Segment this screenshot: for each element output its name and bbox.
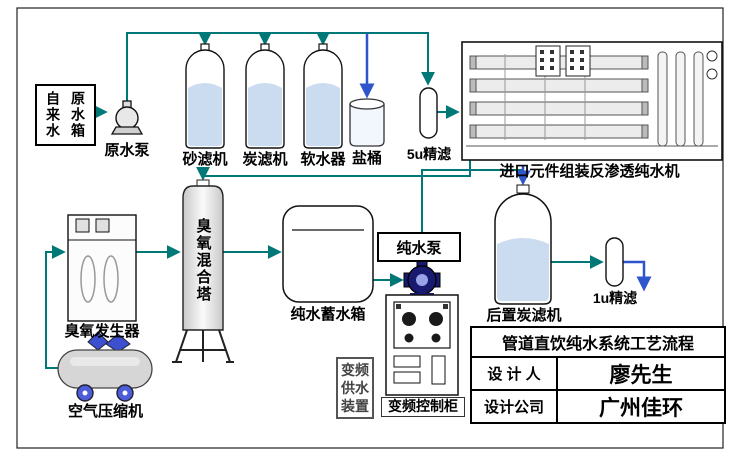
compressor-motor: [105, 333, 131, 353]
ro-membranes: [469, 54, 649, 140]
tank-liquid: [188, 83, 222, 146]
company-name: 广州佳环: [599, 395, 683, 420]
vfd-cabinet-unit: [385, 294, 459, 396]
raw-pump-label: 原水泵: [104, 142, 150, 159]
company-row: 设计公司 广州佳环: [472, 389, 724, 422]
company-label: 设计公司: [472, 391, 558, 422]
diagram-frame: [16, 7, 724, 449]
pipe-header-top: [126, 32, 435, 102]
knob-icon: [431, 333, 441, 343]
tank-liquid: [248, 83, 282, 146]
tower-legs: [172, 329, 234, 363]
raw-water-tank-box: 自来水 原水箱: [35, 84, 96, 146]
ro-machine-label: 进口元件组装反渗透纯水机: [499, 163, 680, 180]
ozone-tower-vessel: [172, 179, 234, 363]
pure-pump-icon: [403, 257, 441, 298]
salt-bucket-icon: [349, 98, 385, 147]
ozone-tower-label: 臭氧混合塔: [194, 217, 212, 303]
raw-pump-icon: [110, 100, 144, 135]
piping: [45, 31, 652, 369]
salt-bucket-label: 盐桶: [351, 150, 382, 167]
gauge-icon: [706, 50, 718, 62]
filter-5u-capsule: [419, 87, 438, 139]
pipe-ro-to-tower: [196, 160, 471, 181]
post-carbon-label: 后置炭滤机: [486, 307, 562, 324]
source-label: 自来水: [45, 91, 61, 139]
ozone-tower-label-wrap: 臭氧混合塔: [183, 192, 223, 328]
carbon-filter-label: 炭滤机: [242, 151, 288, 168]
designer-row: 设 计 人 廖先生: [472, 358, 724, 389]
softener-label: 软水器: [300, 151, 346, 168]
air-compressor-label: 空气压缩机: [67, 403, 143, 420]
ro-control-panels: [535, 45, 591, 77]
designer-name: 廖先生: [609, 362, 673, 387]
tank-liquid: [497, 238, 549, 301]
ozone-generator-unit: [67, 214, 137, 322]
pure-pump-label-box: 纯水泵: [377, 232, 461, 262]
knob-icon: [402, 312, 416, 326]
filter-1u-capsule: [605, 237, 624, 287]
ro-machine-unit: [461, 41, 723, 161]
storage-tank-label: 纯水蓄水箱: [290, 306, 366, 323]
air-compressor-unit: [57, 331, 153, 402]
knob-icon: [429, 312, 443, 326]
filter-5u-label: 5u精滤: [406, 146, 452, 162]
post-carbon-tank: [494, 184, 552, 305]
vfd-cabinet-label: 变频控制柜: [381, 397, 465, 417]
vfd-supply-box: 变频供水装置: [336, 357, 374, 419]
ozone-generator-label: 臭氧发生器: [64, 323, 140, 340]
carbon-filter-tank: [245, 43, 285, 149]
filter-1u-label: 1u精滤: [592, 290, 638, 306]
ro-vertical-pipes: [657, 50, 718, 147]
knob-icon: [404, 333, 414, 343]
tank-liquid: [306, 83, 340, 146]
raw-tank-label: 原水箱: [70, 91, 86, 139]
gauge-icon: [706, 68, 718, 80]
sand-filter-label: 砂滤机: [182, 151, 228, 168]
pipe-pump-to-postcarbon: [421, 169, 523, 258]
title-block-title: 管道直饮纯水系统工艺流程: [472, 328, 724, 358]
vfd-supply-label: 变频供水装置: [341, 362, 369, 414]
sand-filter-tank: [185, 43, 225, 149]
designer-label: 设 计 人: [472, 358, 558, 389]
title-block: 管道直饮纯水系统工艺流程 设 计 人 廖先生 设计公司 广州佳环: [470, 326, 726, 424]
pipe-1u-outlet: [623, 260, 652, 292]
storage-tank-vessel: [282, 205, 374, 303]
pure-pump-label: 纯水泵: [396, 239, 442, 257]
pipe-compressor-to-generator: [45, 245, 66, 369]
softener-tank: [303, 43, 343, 149]
